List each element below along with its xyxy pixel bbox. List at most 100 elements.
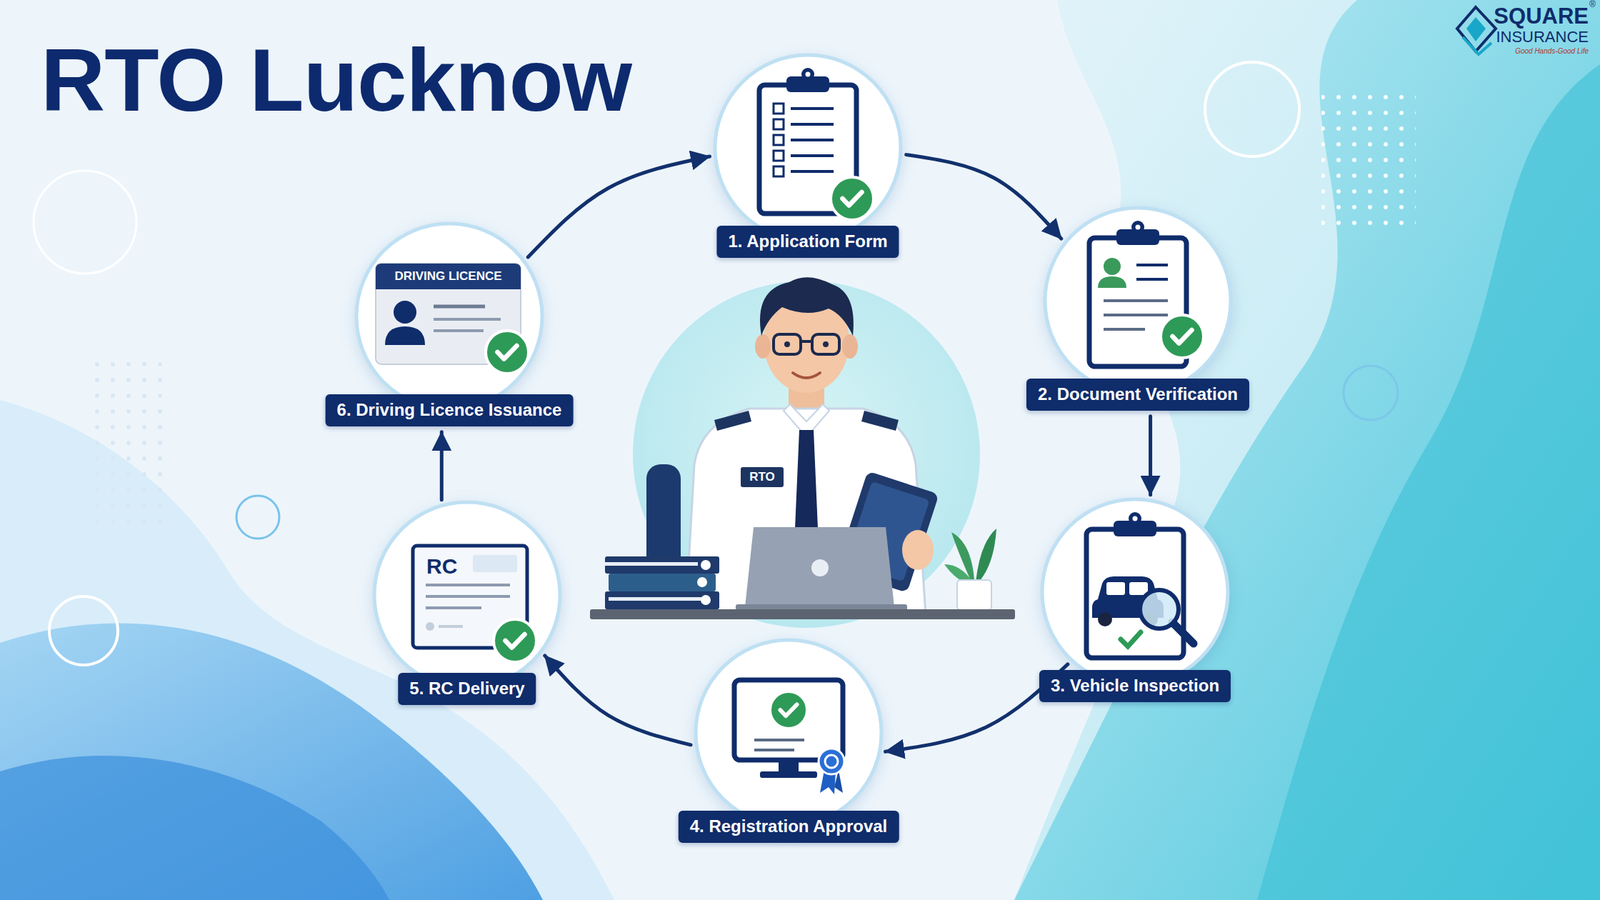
books-part <box>697 577 708 588</box>
officer-part <box>822 341 829 348</box>
plant <box>944 528 997 610</box>
step-icon-part <box>375 263 521 290</box>
step-icon-part <box>734 680 843 760</box>
flow-arrow <box>1148 416 1153 495</box>
registered-mark: ® <box>1589 0 1596 10</box>
step-icon-part <box>433 305 485 309</box>
step-icon-part <box>1097 612 1113 627</box>
step-icon-part <box>818 748 845 775</box>
background-waves-part <box>1014 0 1600 900</box>
step-icon <box>1041 204 1235 398</box>
dot-grid-part <box>1321 92 1416 235</box>
step-icon-part <box>1135 225 1141 230</box>
officer-part <box>773 334 801 355</box>
step-icon-part <box>1045 207 1231 394</box>
step-icon-part <box>438 625 463 628</box>
laptop-part <box>811 559 829 577</box>
step-icon-part <box>790 138 834 142</box>
officer-part <box>714 410 752 431</box>
inspection-step: 3. Vehicle Inspection <box>1038 495 1232 689</box>
plant-part <box>957 580 992 610</box>
step-icon-part <box>715 55 901 241</box>
step-label: 5. RC Delivery <box>397 672 536 705</box>
step-icon-part <box>790 170 834 173</box>
step-icon-part <box>790 154 834 158</box>
step-icon-part <box>493 619 537 663</box>
decor-circles-part <box>236 495 280 539</box>
step-icon-part <box>1103 313 1168 317</box>
flow-arrow <box>545 655 691 745</box>
step-icon-part <box>1103 257 1121 275</box>
officer-part <box>792 372 820 378</box>
officer-part <box>800 340 813 343</box>
logo-tagline: Good Hands-Good Life <box>1515 47 1589 55</box>
logo-mark-part <box>1466 17 1486 42</box>
step-icon-part <box>1140 590 1179 629</box>
step-icon-part <box>1097 276 1127 288</box>
logo-mark-part <box>1462 37 1492 55</box>
books-part <box>608 597 702 601</box>
step-icon-part <box>1132 516 1138 522</box>
step-icon-part <box>1172 622 1194 644</box>
step-icon-part <box>433 317 501 321</box>
step-icon-part <box>790 122 834 126</box>
step-icon-part <box>770 691 808 729</box>
officer-part <box>755 334 771 359</box>
background-waves-part <box>0 755 390 900</box>
step-icon-part <box>472 555 518 573</box>
step-icon-part <box>485 330 529 374</box>
step-label: 1. Application Form <box>716 225 899 258</box>
step-icon-part <box>773 103 784 114</box>
step-icon-part <box>385 326 425 345</box>
books <box>605 556 720 610</box>
background-waves-part <box>1257 64 1600 900</box>
step-icon-part <box>1106 582 1125 595</box>
badge-text: RTO <box>740 467 784 488</box>
step-icon-part <box>760 771 818 778</box>
approval-step: 4. Registration Approval <box>692 636 885 830</box>
flow-arrow <box>440 432 444 500</box>
step-icon-part <box>374 502 560 688</box>
background-waves-part <box>1014 0 1600 900</box>
verification-step: 2. Document Verification <box>1041 204 1235 398</box>
desk <box>590 609 1015 620</box>
step-icon-part <box>773 150 784 161</box>
step-icon-part <box>425 622 435 631</box>
officer-part <box>740 467 784 488</box>
decor-circles-part <box>1343 365 1398 420</box>
rc-card-text: RC <box>426 554 458 578</box>
flow-arrow <box>906 155 1062 240</box>
step-icon-part <box>801 67 815 81</box>
step-label: 4. Registration Approval <box>678 810 900 843</box>
step-icon <box>711 51 905 245</box>
step-icon-part <box>780 704 797 716</box>
step-icon-part <box>1129 582 1148 595</box>
step-icon-part <box>773 119 784 130</box>
decor-circles-part <box>49 596 118 665</box>
books-part <box>605 556 720 574</box>
title: RTO Lucknow <box>40 35 632 125</box>
step-icon-part <box>497 345 518 360</box>
licence-issuance-step: DRIVING LICENCE6. Driving Licence Issuan… <box>352 220 546 413</box>
step-icon-part <box>425 595 510 598</box>
books-part <box>605 562 698 566</box>
logo-mark <box>1457 7 1496 55</box>
step-label: 3. Vehicle Inspection <box>1039 670 1231 703</box>
plant-part <box>975 528 997 583</box>
officer-part <box>760 277 854 336</box>
step-icon <box>692 636 885 830</box>
step-icon <box>352 220 546 413</box>
rc-delivery-step: RC5. RC Delivery <box>370 498 564 692</box>
laptop-part <box>745 527 895 608</box>
officer-part <box>842 334 858 359</box>
step-icon <box>1038 495 1232 689</box>
step-icon-part <box>1103 299 1168 303</box>
logo-subname: INSURANCE <box>1495 28 1589 46</box>
step-icon-part <box>830 177 874 220</box>
books-part <box>700 560 711 570</box>
step-icon-part <box>505 634 525 648</box>
step-icon-part <box>695 640 882 826</box>
officer-part <box>861 410 899 431</box>
